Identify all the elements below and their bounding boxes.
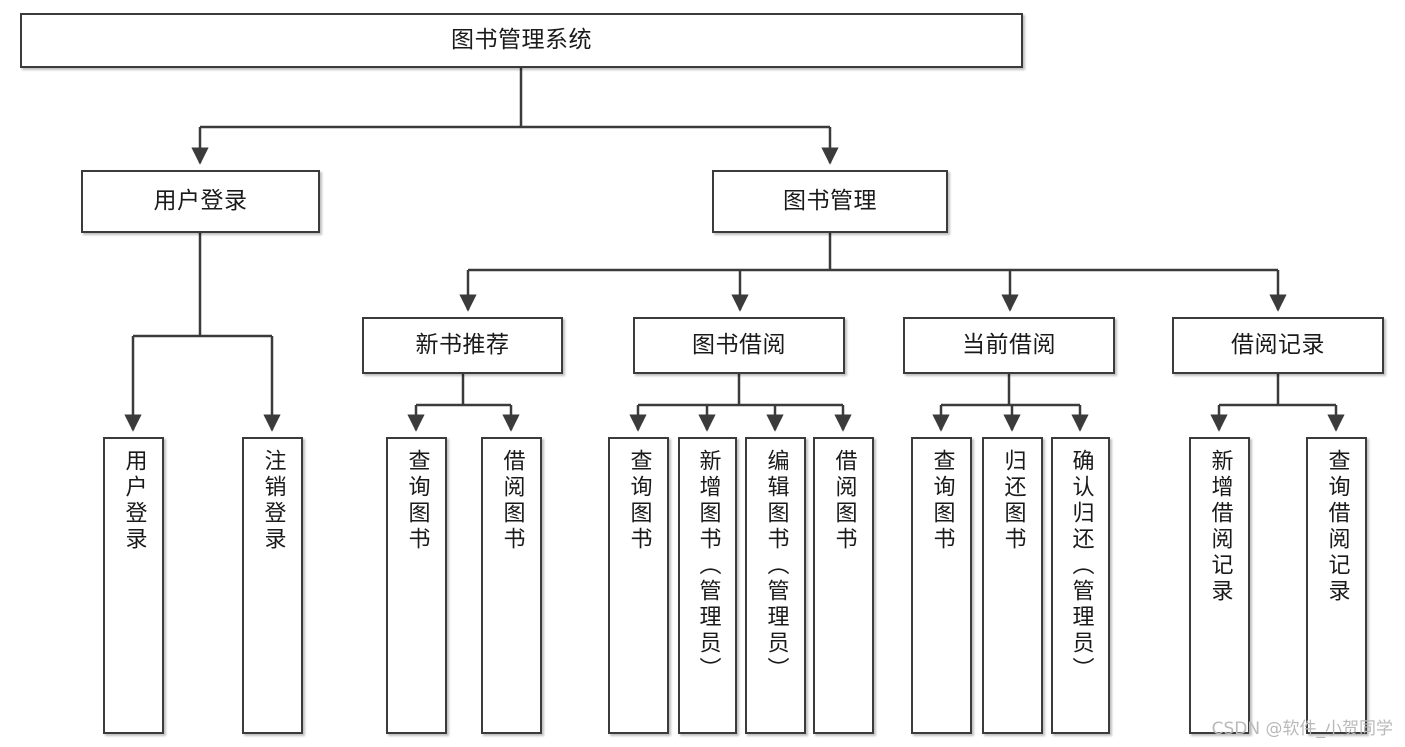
node-leaf-query-book-recommend[interactable]: 查询图书 [386, 437, 447, 734]
node-leaf-add-borrow-record[interactable]: 新增借阅记录 [1189, 437, 1250, 734]
node-leaf-confirm-return-admin-label: 确认归还（管理员） [1068, 449, 1094, 683]
node-leaf-user-login-label: 用户登录 [121, 449, 147, 553]
node-leaf-edit-book-admin-label: 编辑图书（管理员） [763, 449, 789, 683]
node-book-borrow[interactable]: 图书借阅 [633, 317, 845, 374]
node-leaf-add-borrow-record-label: 新增借阅记录 [1207, 449, 1233, 605]
node-leaf-add-book-admin-label: 新增图书（管理员） [695, 449, 721, 683]
node-new-book-recommend-label: 新书推荐 [415, 332, 510, 359]
node-book-management-label: 图书管理 [783, 188, 877, 215]
node-leaf-logout-label: 注销登录 [260, 449, 286, 553]
node-leaf-query-borrow-record[interactable]: 查询借阅记录 [1306, 437, 1367, 734]
node-book-management[interactable]: 图书管理 [712, 170, 948, 233]
node-leaf-query-book-borrow-label: 查询图书 [626, 449, 652, 553]
node-leaf-query-book-borrow[interactable]: 查询图书 [608, 437, 669, 734]
node-leaf-confirm-return-admin[interactable]: 确认归还（管理员） [1051, 437, 1110, 734]
node-leaf-query-book-current-label: 查询图书 [929, 449, 955, 553]
node-leaf-add-book-admin[interactable]: 新增图书（管理员） [678, 437, 737, 734]
node-leaf-return-book-label: 归还图书 [1000, 449, 1026, 553]
node-leaf-query-book-recommend-label: 查询图书 [404, 449, 430, 553]
node-leaf-borrow-book-label: 借阅图书 [831, 449, 857, 553]
node-user-login[interactable]: 用户登录 [81, 170, 320, 233]
node-leaf-return-book[interactable]: 归还图书 [982, 437, 1043, 734]
node-leaf-borrow-book[interactable]: 借阅图书 [813, 437, 874, 734]
node-leaf-borrow-book-recommend[interactable]: 借阅图书 [481, 437, 542, 734]
node-root[interactable]: 图书管理系统 [20, 13, 1023, 68]
node-leaf-edit-book-admin[interactable]: 编辑图书（管理员） [745, 437, 806, 734]
csdn-watermark: CSDN @软件_小贺同学 [1211, 719, 1393, 739]
node-leaf-logout[interactable]: 注销登录 [242, 437, 303, 734]
node-root-label: 图书管理系统 [451, 27, 592, 54]
node-new-book-recommend[interactable]: 新书推荐 [362, 317, 563, 374]
node-leaf-user-login[interactable]: 用户登录 [103, 437, 164, 734]
node-current-borrow-label: 当前借阅 [962, 332, 1056, 359]
node-book-borrow-label: 图书借阅 [692, 332, 786, 359]
node-borrow-records-label: 借阅记录 [1231, 332, 1325, 359]
node-leaf-query-book-current[interactable]: 查询图书 [911, 437, 972, 734]
node-borrow-records[interactable]: 借阅记录 [1172, 317, 1384, 374]
node-user-login-label: 用户登录 [153, 188, 248, 215]
node-leaf-query-borrow-record-label: 查询借阅记录 [1324, 449, 1350, 605]
node-current-borrow[interactable]: 当前借阅 [903, 317, 1115, 374]
node-leaf-borrow-book-recommend-label: 借阅图书 [499, 449, 525, 553]
